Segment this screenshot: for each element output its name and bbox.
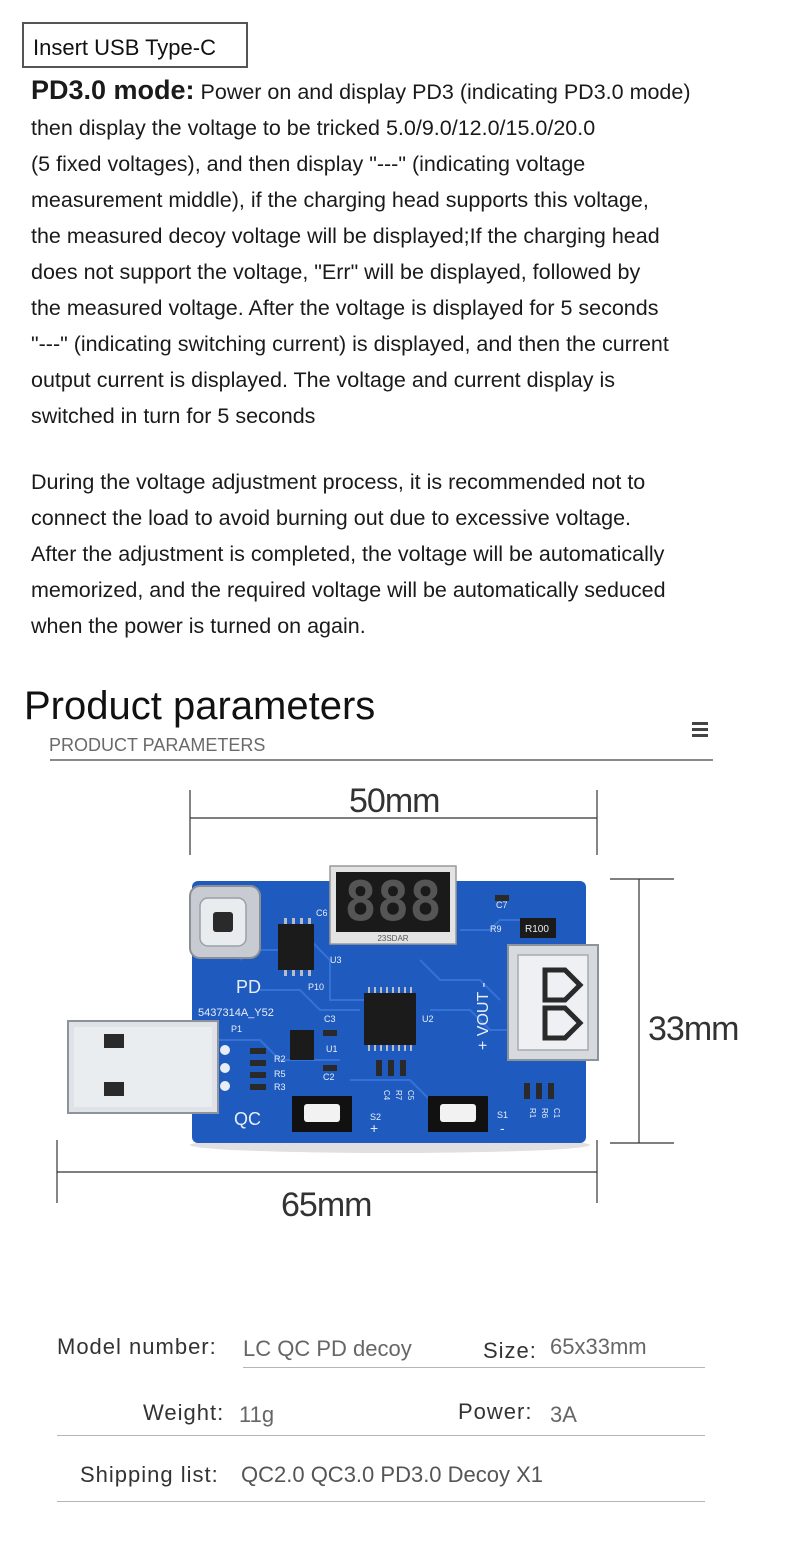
shipping-list-label: Shipping list:	[80, 1462, 219, 1487]
spec-divider	[57, 1501, 705, 1502]
svg-text:+: +	[370, 1120, 378, 1136]
svg-text:S2: S2	[370, 1112, 381, 1122]
button-s1	[428, 1096, 488, 1132]
usb-a-output-port	[507, 944, 599, 1061]
power-value: 3A	[550, 1402, 577, 1427]
section-title: Product parameters	[24, 684, 376, 728]
svg-text:R9: R9	[490, 924, 502, 934]
svg-text:R7: R7	[394, 1090, 403, 1101]
section-subtitle: PRODUCT PARAMETERS	[49, 735, 266, 755]
dimension-width-bottom: 65mm	[281, 1186, 372, 1224]
size-value: 65x33mm	[550, 1334, 647, 1359]
svg-text:23SDAR: 23SDAR	[377, 934, 408, 943]
spec-divider	[243, 1367, 705, 1368]
qc-silkscreen: QC	[234, 1109, 261, 1129]
svg-text:P10: P10	[308, 982, 324, 992]
vout-silkscreen: + VOUT -	[475, 982, 492, 1050]
svg-text:R3: R3	[274, 1082, 286, 1092]
shipping-list-value: QC2.0 QC3.0 PD3.0 Decoy X1	[241, 1462, 544, 1487]
ic-u2	[364, 993, 416, 1045]
ic-u3	[278, 924, 314, 970]
usb-a-male-plug	[67, 1020, 219, 1114]
model-number-label: Model number:	[57, 1334, 217, 1359]
spec-divider	[57, 1435, 705, 1436]
svg-text:5437314A_Y52: 5437314A_Y52	[198, 1007, 274, 1019]
svg-text:R2: R2	[274, 1054, 286, 1064]
svg-text:C6: C6	[316, 908, 328, 918]
seven-segment-display: 888 23SDAR	[329, 865, 457, 945]
svg-text:U1: U1	[326, 1044, 338, 1054]
svg-text:U3: U3	[330, 955, 342, 965]
usb-typec-connector	[189, 885, 261, 959]
svg-text:C5: C5	[406, 1090, 415, 1101]
button-s2	[292, 1096, 352, 1132]
product-photo: 888 23SDAR	[56, 790, 674, 1203]
svg-text:U2: U2	[422, 1014, 434, 1024]
svg-text:R1: R1	[528, 1108, 537, 1119]
insert-usb-typec-label: Insert USB Type-C	[22, 22, 248, 68]
svg-text:P1: P1	[231, 1024, 242, 1034]
svg-text:C1: C1	[552, 1108, 561, 1119]
svg-text:-: -	[500, 1120, 505, 1136]
power-label: Power:	[458, 1399, 533, 1424]
section-divider	[50, 759, 713, 761]
pd-mode-description: PD3.0 mode: Power on and display PD3 (in…	[31, 72, 786, 434]
svg-text:S1: S1	[497, 1110, 508, 1120]
svg-text:R5: R5	[274, 1069, 286, 1079]
svg-text:R100: R100	[525, 924, 549, 935]
weight-value: 11g	[239, 1402, 275, 1427]
model-number-value: LC QC PD decoy	[243, 1336, 412, 1361]
menu-lines-icon	[692, 722, 708, 740]
svg-text:R6: R6	[540, 1108, 549, 1119]
display-digits: 888	[344, 870, 442, 933]
pd-mode-text: Power on and display PD3 (indicating PD3…	[31, 80, 691, 428]
svg-text:C3: C3	[324, 1014, 336, 1024]
svg-text:C7: C7	[496, 900, 508, 910]
dimension-width-top: 50mm	[349, 782, 440, 820]
ic-u1	[290, 1030, 314, 1060]
svg-text:C4: C4	[382, 1090, 391, 1101]
dimension-lines	[56, 790, 674, 1203]
svg-text:C2: C2	[323, 1072, 335, 1082]
pd-mode-heading: PD3.0 mode:	[31, 75, 195, 105]
weight-label: Weight:	[143, 1400, 225, 1425]
pd-silkscreen: PD	[236, 977, 261, 997]
size-label: Size:	[483, 1338, 537, 1363]
resistor-r100	[520, 918, 556, 938]
adjustment-note: During the voltage adjustment process, i…	[31, 470, 666, 638]
dimension-height: 33mm	[648, 1010, 739, 1048]
